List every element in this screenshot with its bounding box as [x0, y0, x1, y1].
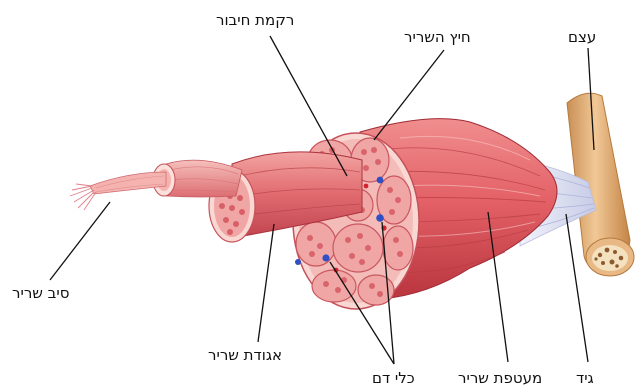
label-muscle-wrap: מעטפת שריר — [458, 369, 542, 387]
label-tendon: גיד — [576, 369, 594, 387]
label-muscle-bundle: אגודת שריר — [208, 346, 282, 364]
label-muscle-fiber: סיב שריר — [12, 284, 69, 302]
label-connective-tissue: רקמת חיבור — [216, 11, 294, 29]
leader-muscle-bundle — [258, 224, 274, 342]
label-blood-vessels: כלי דם — [372, 369, 415, 387]
leader-muscle-fiber — [50, 202, 110, 280]
label-muscle-sheath: חיץ השריר — [404, 28, 471, 46]
label-bone: עצם — [568, 28, 596, 46]
